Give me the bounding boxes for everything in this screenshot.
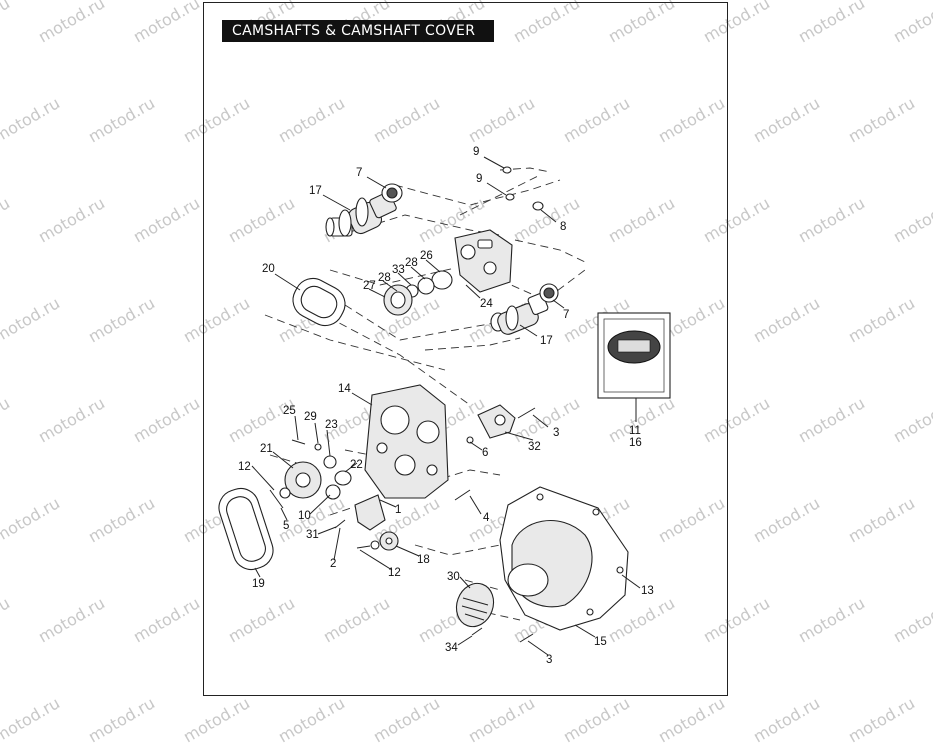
callout-29: 29 (304, 411, 317, 423)
callout-17-upper: 17 (309, 185, 322, 197)
callout-25: 25 (283, 405, 296, 417)
screws-bottom (471, 627, 534, 643)
callout-23: 23 (325, 419, 338, 431)
camshaft-lower (490, 293, 549, 335)
o-ring-upper (502, 166, 512, 174)
crank-sprocket (356, 531, 399, 551)
callout-22: 22 (350, 459, 363, 471)
callout-6: 6 (482, 447, 488, 459)
callout-7-upper: 7 (356, 167, 362, 179)
callout-7-lower: 7 (563, 309, 569, 321)
callout-9-lower: 9 (476, 173, 482, 185)
bolt-sprocket (269, 489, 284, 509)
callout-8: 8 (560, 221, 566, 233)
callout-27: 27 (363, 280, 376, 292)
callout-5: 5 (283, 520, 289, 532)
watermark-text: motod.ru (560, 693, 634, 746)
callout-10: 10 (298, 510, 311, 522)
callout-2: 2 (330, 558, 336, 570)
callout-15: 15 (594, 636, 607, 648)
callout-19: 19 (252, 578, 265, 590)
seal-ring (532, 201, 544, 211)
callout-leaders (251, 156, 641, 656)
screw-tensioner (334, 519, 346, 529)
callout-9-upper: 9 (473, 146, 479, 158)
watermark-text: motod.ru (370, 693, 444, 746)
callout-13: 13 (641, 585, 654, 597)
callout-16: 16 (629, 437, 642, 449)
callout-labels: 9 9 7 17 8 20 26 28 33 28 27 24 7 17 11 … (238, 146, 654, 666)
cam-support-plate (364, 384, 449, 499)
diagram-frame (203, 2, 728, 696)
callout-32: 32 (528, 441, 541, 453)
o-ring-lower (505, 193, 515, 201)
camshaft-upper (325, 191, 397, 237)
bolt-plate (454, 489, 471, 501)
genuine-parts-kit-box (597, 312, 671, 399)
watermark-text: motod.ru (750, 693, 824, 746)
sprocket-spacers (383, 270, 453, 316)
bearing-upper (381, 183, 403, 203)
chain-tensioner (454, 229, 513, 293)
callout-18: 18 (417, 554, 430, 566)
callout-33: 33 (392, 264, 405, 276)
watermark-text: motod.ru (85, 693, 159, 746)
callout-20: 20 (262, 263, 275, 275)
page-title: CAMSHAFTS & CAMSHAFT COVER (222, 20, 494, 42)
secondary-cam-chain (292, 277, 346, 327)
primary-cam-chain (218, 487, 274, 571)
exploded-parts-diagram: 9 9 7 17 8 20 26 28 33 28 27 24 7 17 11 … (218, 146, 671, 666)
callout-12-lower: 12 (388, 567, 401, 579)
primary-chain-tensioner (354, 494, 386, 531)
cover-insert-grille (455, 582, 495, 628)
callout-14: 14 (338, 383, 351, 395)
watermark-text: motod.ru (655, 693, 729, 746)
primary-cam-sprocket (279, 461, 322, 499)
watermark-text: motod.ru (180, 693, 254, 746)
screw-upper (517, 407, 536, 419)
callout-1: 1 (395, 504, 401, 516)
callout-34: 34 (445, 642, 458, 654)
watermark-text: motod.ru (465, 693, 539, 746)
dowel-pin (466, 436, 474, 444)
callout-28-a: 28 (405, 257, 418, 269)
callout-4: 4 (483, 512, 490, 524)
callout-26: 26 (420, 250, 433, 262)
callout-28-b: 28 (378, 272, 391, 284)
callout-24: 24 (480, 298, 493, 310)
oil-pump-fitting (477, 404, 516, 439)
watermark-text: motod.ru (845, 693, 919, 746)
callout-31: 31 (306, 529, 319, 541)
callout-21: 21 (260, 443, 273, 455)
callout-11: 11 (629, 425, 641, 437)
callout-30: 30 (447, 571, 460, 583)
callout-3-upper: 3 (553, 427, 559, 439)
callout-12-upper: 12 (238, 461, 251, 473)
callout-3-lower: 3 (546, 654, 552, 666)
watermark-text: motod.ru (0, 693, 64, 746)
camshaft-cover (499, 486, 629, 631)
watermark-text: motod.ru (275, 693, 349, 746)
callout-17-lower: 17 (540, 335, 553, 347)
bearing-lower (539, 283, 559, 303)
